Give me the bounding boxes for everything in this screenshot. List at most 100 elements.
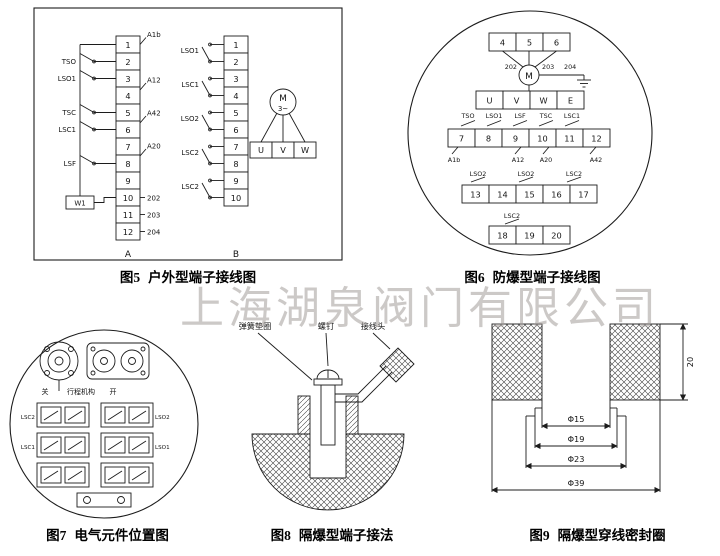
terminal-cell: W — [293, 141, 317, 159]
svg-text:6: 6 — [233, 125, 238, 135]
lug-label: 接线头 — [361, 321, 386, 331]
svg-text:1: 1 — [125, 40, 130, 50]
fig9-caption-title: 隔爆型穿线密封圈 — [557, 528, 666, 543]
switch-label: LSC1 — [564, 112, 580, 127]
svg-text:LSO1: LSO1 — [486, 112, 503, 120]
svg-text:19: 19 — [524, 231, 534, 241]
fig6-motor: M 202 203 204 — [502, 50, 591, 91]
switch-label: LSC1 — [21, 445, 36, 451]
fig6-caption-number: 图6 — [464, 270, 485, 285]
tap-label: 202 — [147, 195, 160, 203]
fig7-caption: 图7 电气元件位置图 — [5, 524, 210, 544]
svg-text:TSO: TSO — [461, 112, 475, 120]
terminal-cell: 2 — [223, 52, 249, 71]
tap-label: A20 — [147, 143, 161, 151]
fig5-bus-lines — [79, 44, 116, 196]
motor-phase: 3~ — [278, 105, 288, 113]
svg-text:8: 8 — [486, 134, 491, 144]
fig6-canvas: 4 5 6 M 202 203 204 U V — [407, 10, 653, 256]
svg-text:TSC: TSC — [539, 112, 553, 120]
terminal-cell: 1 — [223, 35, 249, 54]
terminal-cell: 9 — [223, 171, 249, 190]
fig5-switch-lsc1: LSC1 — [58, 121, 116, 134]
fig5-canvas: 1 2 3 4 5 6 7 8 9 10 — [33, 7, 343, 261]
svg-text:6: 6 — [125, 125, 130, 135]
terminal-cell: 6 — [542, 32, 571, 52]
svg-text:5: 5 — [527, 38, 532, 48]
fig6-switch-row3: LSC2 — [504, 212, 520, 225]
switch-label: LSC2 — [21, 415, 35, 421]
fig9-sealing-ring-section: Φ15 Φ19 Φ23 Φ39 20 — [462, 316, 714, 521]
dim-phi39: Φ39 — [568, 478, 585, 488]
terminal-cell: 9 — [115, 171, 141, 190]
fig5-border — [33, 7, 343, 261]
svg-text:5: 5 — [125, 108, 130, 118]
terminal-cell: 10 — [223, 188, 249, 207]
svg-text:LSC2: LSC2 — [566, 170, 582, 178]
fig7-component-layout: 关 行程机构 开 LSC2 LSC1 LSO2 LSO1 — [5, 327, 210, 527]
terminal-cell: 4 — [223, 86, 249, 105]
insulator-column — [345, 395, 359, 435]
svg-text:LSF: LSF — [514, 112, 526, 120]
fig6-switch-row2: LSO2 LSO2 LSC2 — [470, 170, 582, 183]
fig7-canvas: 关 行程机构 开 LSC2 LSC1 LSO2 LSO1 — [9, 329, 199, 519]
switch-label: LSO1 — [58, 75, 76, 83]
svg-text:6: 6 — [554, 38, 559, 48]
svg-text:18: 18 — [497, 231, 507, 241]
svg-text:3: 3 — [125, 74, 130, 84]
svg-text:11: 11 — [123, 210, 133, 220]
height-dimension: 20 — [660, 323, 695, 401]
fig5-motor-terminals: U V W — [249, 141, 317, 159]
terminal-cell: 10 — [528, 128, 557, 148]
microswitch-bank — [36, 402, 154, 488]
svg-text:LSO2: LSO2 — [470, 170, 487, 178]
motor-symbol: M — [279, 94, 287, 104]
terminal-cell: 4 — [488, 32, 517, 52]
fig9-caption-number: 图9 — [529, 528, 550, 543]
switch-label: LSF — [512, 112, 528, 127]
limit-switch: LSO1 — [181, 42, 224, 64]
fig5-caption-number: 图5 — [119, 270, 141, 285]
tap-label: A20 — [540, 156, 553, 164]
fig5-terminal-strip-b: 1 2 3 4 5 6 7 8 9 10 — [223, 35, 249, 207]
switch-label: TSC — [539, 112, 554, 127]
fig7-caption-title: 电气元件位置图 — [74, 528, 169, 543]
terminal-cell: 1 — [115, 35, 141, 54]
svg-text:14: 14 — [497, 190, 507, 200]
limit-switch: LSC1 — [181, 76, 224, 98]
terminal-cell: 19 — [515, 225, 544, 245]
svg-text:7: 7 — [125, 142, 130, 152]
fig8-caption: 图8 隔爆型端子接法 — [222, 524, 442, 544]
terminal-cell: 18 — [488, 225, 517, 245]
spring-washer — [313, 378, 343, 386]
terminal-cell: 5 — [515, 32, 544, 52]
terminal-cell: 12 — [582, 128, 611, 148]
fig6-caption-title: 防爆型端子接线图 — [492, 270, 601, 285]
svg-text:17: 17 — [578, 190, 588, 200]
svg-text:E: E — [568, 96, 573, 106]
terminal-cell: 17 — [569, 184, 598, 204]
svg-text:U: U — [258, 145, 264, 155]
terminal-cell: 10 — [115, 188, 141, 207]
switch-label: LSO1 — [155, 445, 170, 451]
limit-switch: LSO2 — [181, 110, 224, 132]
svg-text:12: 12 — [591, 134, 601, 144]
fig9-canvas: Φ15 Φ19 Φ23 Φ39 20 — [491, 323, 695, 494]
terminal-cell: 3 — [115, 69, 141, 88]
wire-lug — [335, 347, 415, 403]
terminal-cell: 2 — [115, 52, 141, 71]
svg-text:9: 9 — [125, 176, 130, 186]
terminal-cell: 13 — [461, 184, 490, 204]
tap-label: A12 — [147, 77, 161, 85]
svg-text:LSO2: LSO2 — [181, 115, 199, 123]
spring-washer-label: 弹簧垫圈 — [239, 321, 272, 331]
ring-section-left — [491, 323, 543, 401]
svg-text:LSC1: LSC1 — [564, 112, 580, 120]
switch-label: TSC — [61, 109, 76, 117]
svg-text:W: W — [301, 145, 309, 155]
svg-text:9: 9 — [513, 134, 518, 144]
svg-text:W: W — [539, 96, 547, 106]
terminal-cell: 15 — [515, 184, 544, 204]
fig7-caption-number: 图7 — [46, 528, 67, 543]
fig6-explosion-proof-wiring-diagram: 4 5 6 M 202 203 204 U V — [400, 5, 665, 265]
